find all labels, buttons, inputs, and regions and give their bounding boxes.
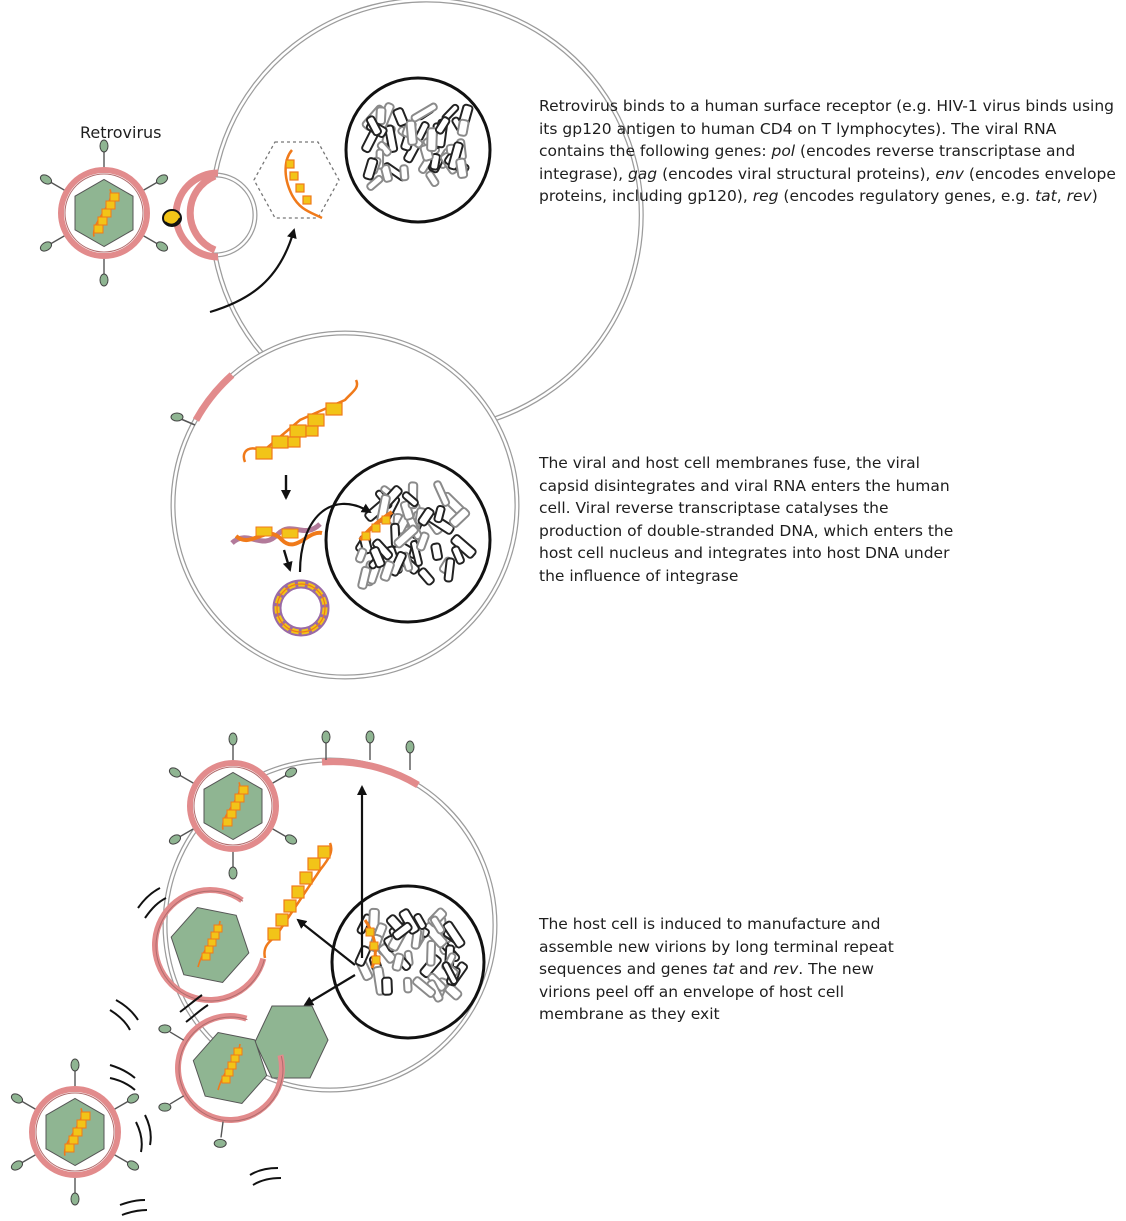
step1-text-run: (encodes reverse transcriptase and integ… bbox=[539, 142, 1076, 183]
cd4-receptor-icon bbox=[162, 209, 182, 227]
step3-text-run: rev bbox=[773, 960, 799, 978]
step3-text-run: . The new virions peel off an envelope o… bbox=[539, 960, 874, 1023]
motion-lines bbox=[109, 887, 282, 1216]
step3-arrow-rna bbox=[296, 918, 356, 966]
caption-step2: The viral and host cell membranes fuse, … bbox=[539, 452, 959, 587]
step3-released-virion-top bbox=[168, 732, 298, 880]
step1-text-run: pol bbox=[771, 142, 796, 160]
step1-text-run: , bbox=[1056, 187, 1067, 205]
step3-released-virion-bottom bbox=[10, 1058, 140, 1206]
step1-text-run: (encodes envelope proteins, including gp… bbox=[539, 164, 1116, 206]
step1-entry-arrow bbox=[209, 228, 297, 314]
caption-step3: The host cell is induced to manufacture … bbox=[539, 913, 924, 1026]
step2-ds-dna bbox=[230, 522, 323, 547]
step1-text-run: (encodes regulatory genes, e.g. bbox=[778, 187, 1036, 205]
step3-arrow-capsid bbox=[303, 974, 356, 1007]
retrovirus-label: Retrovirus bbox=[80, 123, 162, 142]
step1-nucleus bbox=[344, 76, 492, 224]
step3-budding-virion-top bbox=[152, 887, 267, 1003]
step3-text-run: The host cell is induced to manufacture … bbox=[539, 915, 894, 978]
step1-virion bbox=[39, 139, 169, 287]
step2-nucleus bbox=[324, 456, 492, 624]
step2-dna-circle-icon bbox=[272, 579, 330, 637]
step1-text-run: Retrovirus binds to a human surface rece… bbox=[539, 97, 1114, 160]
step1-text-run: tat bbox=[1035, 187, 1057, 205]
step1-text-run: env bbox=[935, 164, 964, 183]
step1-text-run: (encodes viral structural proteins), bbox=[657, 164, 936, 183]
step3-viral-rna bbox=[263, 842, 381, 969]
step2-viral-rna bbox=[242, 379, 359, 463]
step3-text-run: and bbox=[734, 960, 774, 978]
step2-integration-arrow bbox=[298, 502, 372, 573]
step1-text-run: reg bbox=[752, 187, 779, 205]
step1-capsid-outline bbox=[253, 141, 340, 220]
step1-text-run: ) bbox=[1091, 187, 1098, 205]
step3-budding-virion-bottom bbox=[158, 1013, 285, 1148]
step2-spike-icon bbox=[170, 412, 196, 426]
step1-text-run: gag bbox=[627, 164, 658, 183]
step2-text-run: The viral and host cell membranes fuse, … bbox=[539, 454, 954, 585]
step3-nucleus bbox=[330, 884, 486, 1040]
step3-text-run: tat bbox=[712, 960, 735, 978]
caption-step1: Retrovirus binds to a human surface rece… bbox=[539, 95, 1119, 208]
step2-arrow-down-2 bbox=[282, 549, 293, 572]
step1-text-run: rev bbox=[1066, 187, 1092, 205]
step3-spikes bbox=[321, 730, 415, 770]
